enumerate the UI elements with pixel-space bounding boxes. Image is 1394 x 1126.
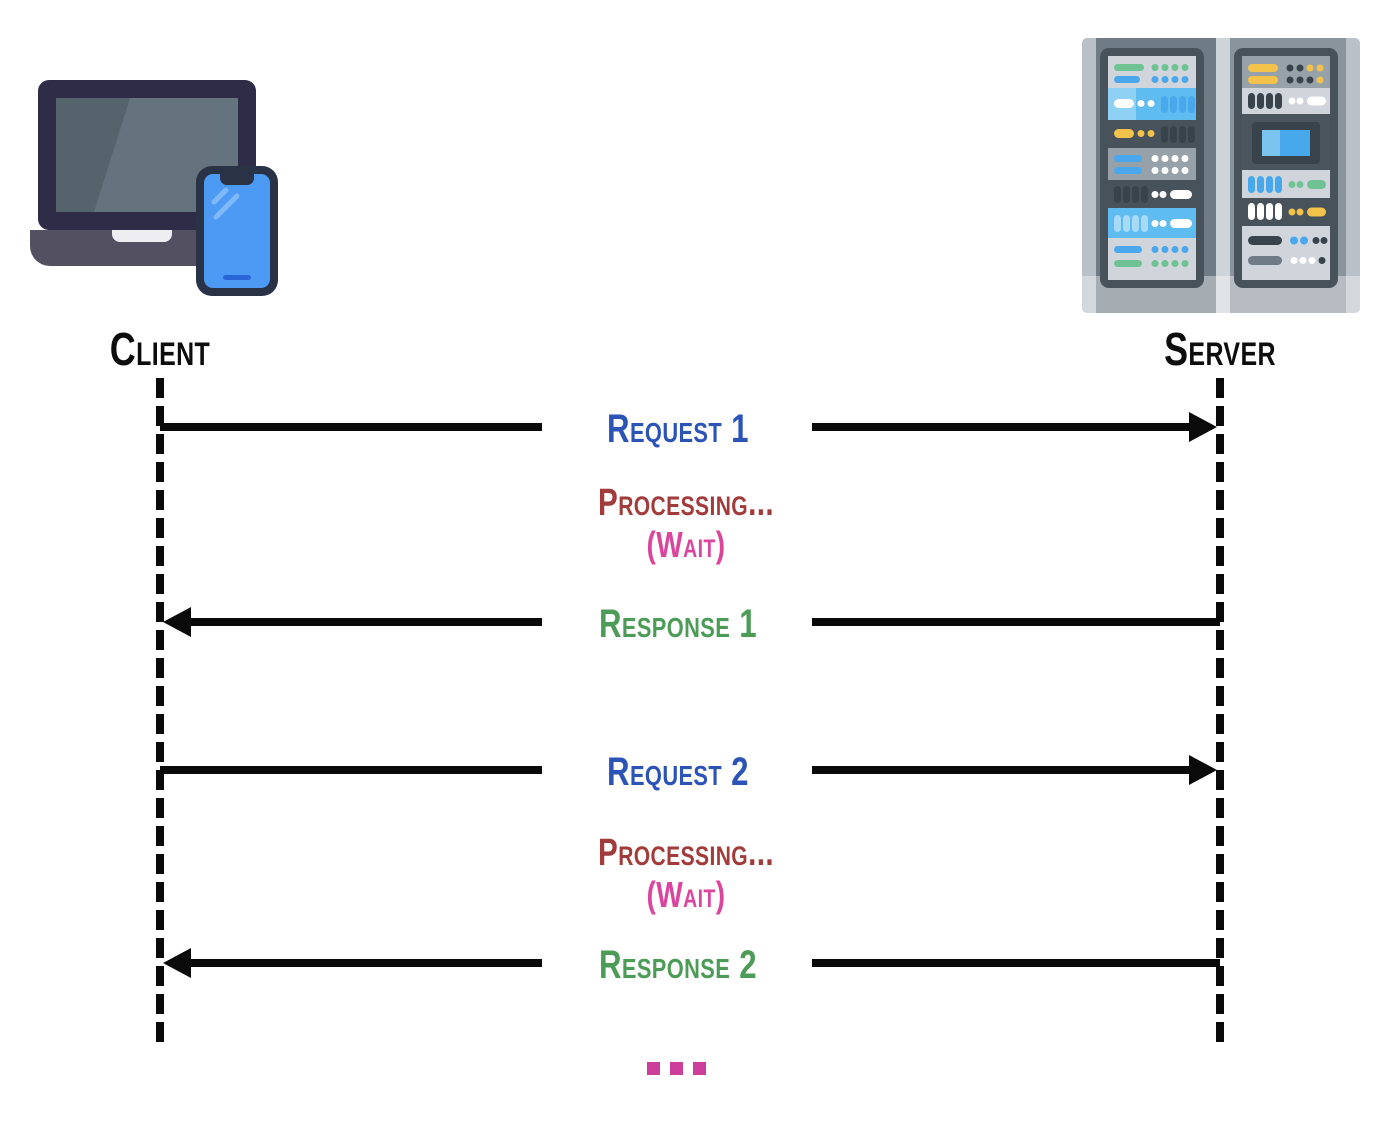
response1-line-left — [188, 618, 542, 626]
request1-label: Request 1 — [607, 407, 749, 451]
request1-line-left — [160, 423, 542, 431]
response1-line-right — [812, 618, 1220, 626]
request1-line-right — [812, 423, 1190, 431]
request2-label: Request 2 — [607, 750, 749, 794]
wait1-label: (Wait) — [646, 524, 726, 565]
request1-arrowhead-right-icon — [1189, 412, 1217, 442]
response1-arrowhead-left-icon — [163, 607, 191, 637]
server-label: Server — [1164, 323, 1276, 375]
laptop-and-smartphone-icon — [30, 74, 290, 298]
client-lifeline — [156, 378, 164, 1046]
response2-line-left — [188, 959, 542, 967]
server-rack-icon — [1082, 38, 1360, 315]
processing2-label: Processing... — [598, 832, 774, 874]
response2-line-right — [812, 959, 1220, 967]
response2-arrowhead-left-icon — [163, 948, 191, 978]
continuation-dots — [616, 1062, 736, 1075]
response2-label: Response 2 — [598, 943, 758, 987]
request2-line-right — [812, 766, 1190, 774]
server-lifeline — [1216, 378, 1224, 1046]
processing1-label: Processing... — [598, 482, 774, 524]
client-label: Client — [109, 323, 211, 375]
request2-arrowhead-right-icon — [1189, 755, 1217, 785]
response1-label: Response 1 — [598, 602, 758, 646]
request2-line-left — [160, 766, 542, 774]
wait2-label: (Wait) — [646, 874, 726, 915]
